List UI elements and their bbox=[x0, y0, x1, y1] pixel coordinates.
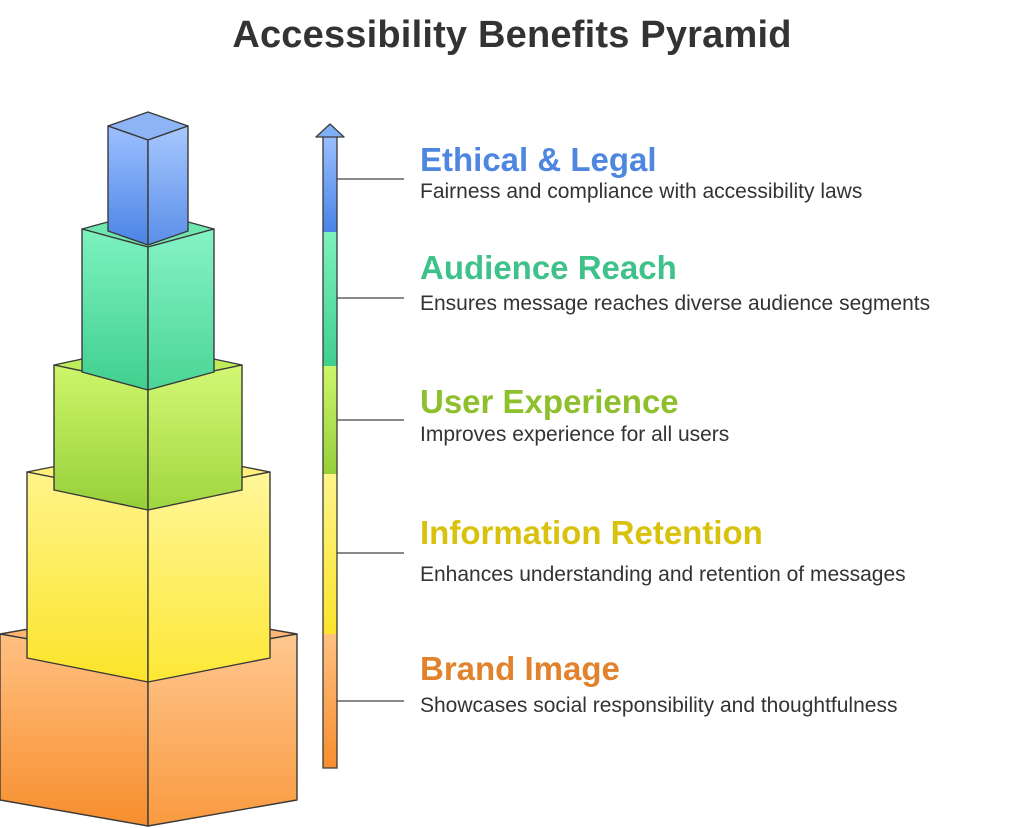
connector-lines bbox=[337, 178, 404, 702]
tier-brand-image: Brand Image Showcases social responsibil… bbox=[420, 651, 1020, 719]
bar-segment-ethical-legal bbox=[323, 134, 337, 232]
tier-label: Ethical & Legal bbox=[420, 141, 657, 178]
block-right-face bbox=[147, 228, 215, 391]
tier-information-retention: Information Retention Enhances understan… bbox=[420, 515, 1020, 588]
tier-audience-reach: Audience Reach Ensures message reaches d… bbox=[420, 250, 1020, 317]
arrow-up-icon bbox=[315, 123, 345, 138]
block-ethical-legal bbox=[107, 111, 189, 246]
tier-label: User Experience bbox=[420, 383, 679, 420]
tier-description: Ensures message reaches diverse audience… bbox=[420, 292, 931, 315]
tier-ethical-legal: Ethical & Legal Fairness and compliance … bbox=[420, 142, 1020, 205]
block-left-face bbox=[81, 228, 149, 391]
tier-description: Showcases social responsibility and thou… bbox=[420, 694, 898, 717]
bar-outline bbox=[322, 137, 338, 769]
tier-description: Improves experience for all users bbox=[420, 423, 730, 446]
pyramid-blocks bbox=[0, 111, 298, 827]
bar-segment-brand-image bbox=[323, 634, 337, 768]
tier-label: Brand Image bbox=[420, 650, 620, 687]
tier-label: Information Retention bbox=[420, 514, 763, 551]
tier-label: Audience Reach bbox=[420, 249, 677, 286]
tier-description: Enhances understanding and retention of … bbox=[420, 563, 906, 586]
progress-arrow bbox=[315, 123, 345, 769]
page-title: Accessibility Benefits Pyramid bbox=[232, 14, 792, 56]
bar-segment-audience-reach bbox=[323, 232, 337, 366]
tier-description: Fairness and compliance with accessibili… bbox=[420, 180, 863, 203]
bar-segment-information-retention bbox=[323, 474, 337, 634]
tier-user-experience: User Experience Improves experience for … bbox=[420, 384, 1020, 448]
bar-segment-user-experience bbox=[323, 366, 337, 474]
block-right-face bbox=[147, 125, 189, 246]
block-left-face bbox=[107, 125, 149, 246]
